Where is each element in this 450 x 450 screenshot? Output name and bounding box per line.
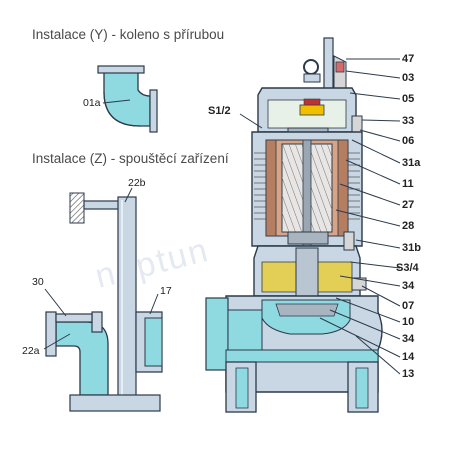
label-31b: 31b — [402, 242, 421, 254]
guide-bracket — [83, 200, 123, 210]
leader-s12 — [239, 113, 263, 129]
leader-01a — [102, 99, 131, 104]
label-03: 03 — [402, 72, 414, 84]
label-01a: 01a — [83, 97, 101, 109]
label-22b: 22b — [128, 177, 146, 189]
guide-rail — [117, 196, 137, 398]
lower-bearing — [287, 231, 329, 245]
elbow-flange-fitting — [97, 65, 158, 133]
label-27: 27 — [402, 199, 414, 211]
pump-callouts: S1/2 47 03 05 33 06 31a 11 27 — [208, 53, 421, 380]
label-17: 17 — [160, 285, 172, 297]
label-07: 07 — [402, 300, 414, 312]
base-stand — [69, 394, 161, 412]
label-13: 13 — [402, 368, 414, 380]
pump-cross-section — [205, 37, 383, 413]
leader-17 — [149, 293, 159, 315]
label-14: 14 — [402, 351, 415, 363]
thermal-switch — [299, 104, 325, 116]
outlet-flange — [205, 297, 229, 371]
label-06: 06 — [402, 135, 414, 147]
label-34-lower: 34 — [402, 333, 415, 345]
title-installation-z: Instalace (Z) - spouštěcí zařízení — [32, 151, 229, 166]
label-22a: 22a — [22, 345, 40, 357]
title-installation-y: Instalace (Y) - koleno s přírubou — [32, 27, 225, 42]
leader-30 — [44, 288, 67, 317]
flange-30 — [55, 313, 93, 323]
label-s34: S3/4 — [396, 262, 420, 274]
label-47: 47 — [402, 53, 414, 65]
label-30: 30 — [32, 276, 44, 288]
label-31a: 31a — [402, 157, 421, 169]
oil-fill-left — [261, 261, 301, 293]
label-s12: S1/2 — [208, 105, 231, 117]
watermark-text: neptun — [91, 231, 213, 296]
label-33: 33 — [402, 115, 414, 127]
label-34-upper: 34 — [402, 280, 415, 292]
wall-hatch — [69, 192, 85, 224]
lifting-eye — [303, 59, 319, 75]
mechanical-seal — [295, 247, 319, 297]
label-05: 05 — [402, 93, 414, 105]
impeller — [275, 303, 339, 317]
leader-22a — [43, 333, 71, 350]
label-11: 11 — [402, 178, 414, 190]
discharge-elbow — [55, 321, 109, 396]
label-28: 28 — [402, 220, 414, 232]
label-10: 10 — [402, 316, 414, 328]
auto-coupling-assembly — [45, 192, 163, 412]
leader-22b — [124, 187, 133, 203]
